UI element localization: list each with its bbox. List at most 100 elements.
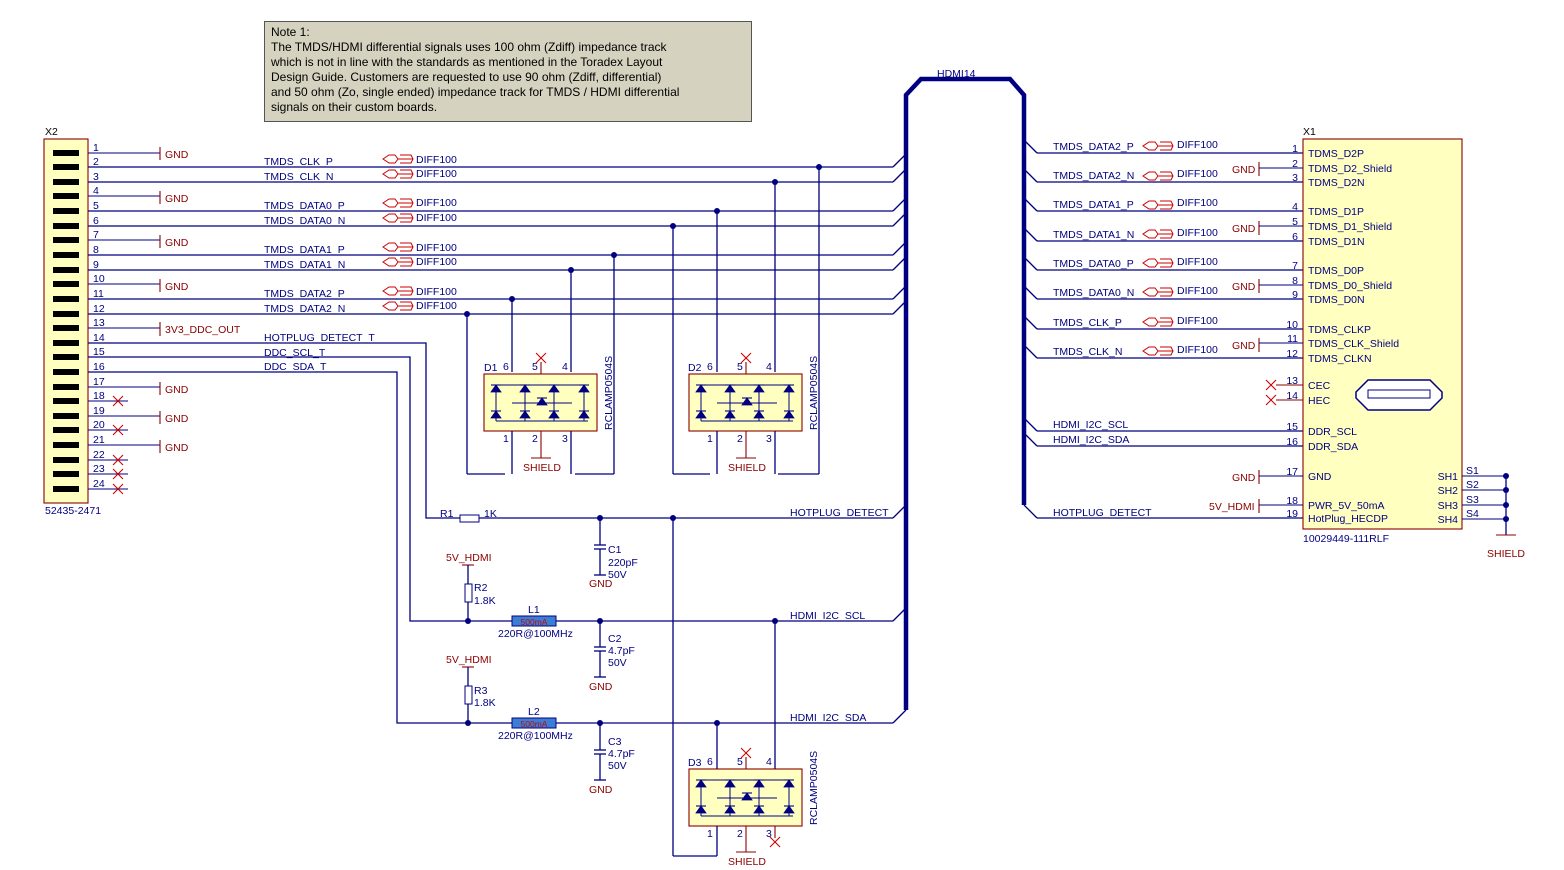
x1-pin-name: TDMS_D2_Shield (1308, 163, 1392, 175)
l2-value: 220R@100MHz (498, 730, 573, 742)
pin-label: 2 (737, 828, 743, 840)
net-hotplug-detect: HOTPLUG_DETECT (1053, 507, 1152, 519)
x1-pin-name: TDMS_D0_Shield (1308, 280, 1392, 292)
tvs-d2: D2 RCLAMP0504S 6 5 4 1 2 3 SHIELD (688, 352, 820, 474)
x2-gnd-labels: GND GND GND GND 3V3_DDC_OUT GND GND GND (159, 147, 241, 454)
note-line: Note 1: (271, 25, 310, 39)
diff-label: DIFF100 (1177, 168, 1218, 180)
x1-gnd-labels: GND GND GND GND GND 5V_HDMI (1209, 162, 1303, 513)
x1-pin-number: 10 (1286, 319, 1298, 331)
x2-pin-contact (53, 427, 79, 433)
net-tmds-data1-p: TMDS_DATA1_P (264, 244, 345, 256)
sda-network: 5V_HDMI R3 1.8K 500mA L2 220R@100MHz C3 … (446, 654, 893, 796)
x1-pin-name: TDMS_D1_Shield (1308, 221, 1392, 233)
x2-pin-number: 8 (93, 244, 99, 256)
pin-label: 6 (503, 361, 509, 373)
x1-pin-number: 2 (1292, 158, 1298, 170)
x1-pin-number: 11 (1287, 333, 1298, 345)
impedance-note: Note 1: The TMDS/HDMI differential signa… (264, 21, 752, 122)
c2-value: 4.7pF (608, 645, 635, 657)
x2-pin-number: 14 (93, 332, 105, 344)
x1-pin-number: 15 (1286, 421, 1298, 433)
x1-pin-number: 6 (1292, 231, 1298, 243)
hdmi-bus: HDMI14 (903, 68, 1027, 710)
note-line: signals on their custom boards. (271, 100, 438, 114)
x2-pin-contact (53, 457, 79, 463)
x2-pin-contact (53, 223, 79, 229)
gnd-label: GND (165, 384, 189, 396)
net-ddc-scl-t: DDC_SCL_T (264, 347, 326, 359)
x2-pin-number: 20 (93, 419, 105, 431)
pin-label: 3 (562, 433, 568, 445)
x1-pin-number: 17 (1286, 466, 1298, 478)
diff-label: DIFF100 (1177, 227, 1218, 239)
net-hdmi-i2c-sda: HDMI_I2C_SDA (1053, 434, 1129, 446)
x2-pin-contact (53, 369, 79, 375)
diff-label: DIFF100 (416, 168, 457, 180)
x1-pin-name: PWR_5V_50mA (1308, 500, 1384, 512)
diff-label: DIFF100 (416, 242, 457, 254)
x1-pin-name: TDMS_CLK_Shield (1308, 338, 1399, 350)
gnd-label: GND (1232, 340, 1256, 352)
x1-shield-pin-name: SH1 (1438, 471, 1459, 483)
gnd-label: GND (165, 193, 189, 205)
note-line: Design Guide. Customers are requested to… (271, 70, 662, 84)
d1-part: RCLAMP0504S (603, 356, 615, 430)
note-line: which is not in line with the standards … (271, 55, 663, 69)
x2-ref: X2 (45, 126, 58, 138)
x1-part: 10029449-111RLF (1303, 533, 1389, 545)
x1-pin-number: 16 (1286, 436, 1298, 448)
x1-pin-name: TDMS_D2P (1308, 148, 1364, 160)
l2-ref: L2 (528, 706, 540, 718)
x1-pin-name: TDMS_D1N (1308, 236, 1365, 248)
net-tmds-data0-p: TMDS_DATA0_P (1053, 258, 1134, 270)
d3-ref: D3 (688, 757, 702, 769)
r2-ref: R2 (474, 582, 488, 594)
net-tmds-clk-p: TMDS_CLK_P (1053, 317, 1122, 329)
net-ddc-sda-t: DDC_SDA_T (264, 361, 327, 373)
connector-x2: X2 52435-2471 12345678910111213141516171… (43, 126, 160, 517)
pin-label: 1 (503, 433, 509, 445)
x1-shield-pin-number: S3 (1466, 494, 1479, 506)
gnd-label: GND (1232, 281, 1256, 293)
pin-label: 2 (737, 433, 743, 445)
x1-pin-name: TDMS_D1P (1308, 206, 1364, 218)
x2-pin-contact (53, 442, 79, 448)
x2-pin-number: 17 (93, 376, 105, 388)
pin-label: 6 (707, 756, 713, 768)
x1-pin-name: HEC (1308, 395, 1331, 407)
x1-shield-pin-name: SH4 (1438, 514, 1459, 526)
net-tmds-data2-p: TMDS_DATA2_P (1053, 141, 1134, 153)
x2-pin-number: 9 (93, 259, 99, 271)
x1-pin-name: DDR_SCL (1308, 426, 1357, 438)
c3-ref: C3 (608, 736, 622, 748)
pwr-label: 5V_HDMI (446, 654, 492, 666)
x2-pin-number: 5 (93, 200, 99, 212)
diff-label: DIFF100 (1177, 344, 1218, 356)
pin-label: 4 (562, 361, 568, 373)
x2-pin-number: 24 (93, 478, 105, 490)
x1-pin-name: TDMS_D0P (1308, 265, 1364, 277)
x1-pin-name: CEC (1308, 380, 1331, 392)
ddc-out-label: 3V3_DDC_OUT (165, 324, 241, 336)
tvs-d3: D3 RCLAMP0504S 6 5 4 1 2 3 SHIELD (672, 518, 820, 868)
x2-pin-number: 2 (93, 156, 99, 168)
pin-label: 4 (766, 361, 772, 373)
tvs-d1: D1 RCLAMP0504S 6 5 4 1 2 3 SHIELD (483, 352, 615, 474)
x2-pin-contact (53, 193, 79, 199)
pin-label: 3 (766, 433, 772, 445)
d3-part: RCLAMP0504S (808, 751, 820, 825)
gnd-label: GND (165, 281, 189, 293)
x1-pin-number: 9 (1292, 289, 1298, 301)
gnd-label: GND (165, 149, 189, 161)
r2-value: 1.8K (474, 595, 496, 607)
x2-pin-contact (53, 296, 79, 302)
x2-pin-contact (53, 340, 79, 346)
x2-part: 52435-2471 (45, 505, 101, 517)
net-tmds-clk-p: TMDS_CLK_P (264, 156, 333, 168)
shield-label: SHIELD (728, 462, 766, 474)
x1-pin-number: 12 (1286, 348, 1298, 360)
x2-pin-contact (53, 150, 79, 156)
hdmi-port-icon (1355, 379, 1443, 411)
